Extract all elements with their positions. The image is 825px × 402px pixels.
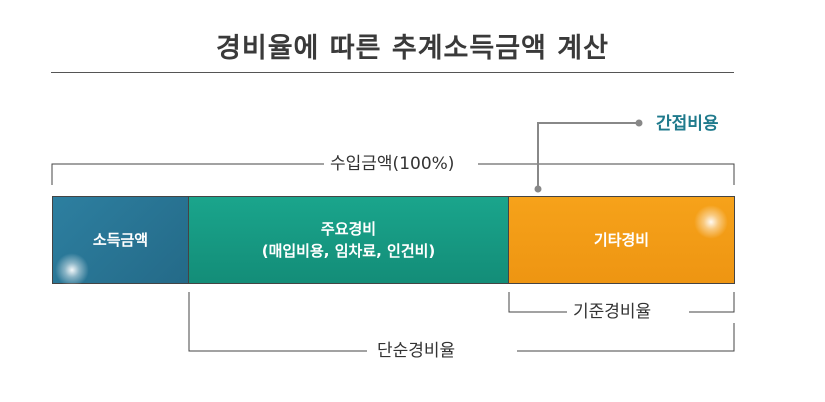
main-expense-label: 주요경비 xyxy=(320,220,377,238)
income-segment: 소득금액 xyxy=(52,196,189,287)
highlight-glow xyxy=(55,253,89,287)
indirect-pointer-end-dot xyxy=(635,119,643,127)
indirect-pointer-line xyxy=(537,122,639,188)
diagram-title: 경비율에 따른 추계소득금액 계산 xyxy=(216,33,609,64)
standard-rate-label: 기준경비율 xyxy=(573,302,652,322)
revenue-bracket xyxy=(51,163,735,185)
indirect-pointer-start-dot xyxy=(534,185,542,193)
income-segment-label: 소득금액 xyxy=(92,231,149,249)
main-expense-detail: (매입비용, 임차료, 인건비) xyxy=(261,242,436,260)
revenue-label: 수입금액(100%) xyxy=(330,154,455,174)
other-expense-label: 기타경비 xyxy=(593,231,650,249)
title-divider xyxy=(51,72,734,73)
simple-rate-label: 단순경비율 xyxy=(377,341,456,361)
main-expense-segment: 주요경비 (매입비용, 임차료, 인건비) xyxy=(188,196,509,284)
standard-rate-bracket xyxy=(508,292,735,313)
other-expense-segment: 기타경비 xyxy=(508,196,735,284)
indirect-cost-label: 간접비용 xyxy=(656,114,719,134)
simple-rate-bracket xyxy=(188,292,735,352)
highlight-glow xyxy=(694,205,728,239)
